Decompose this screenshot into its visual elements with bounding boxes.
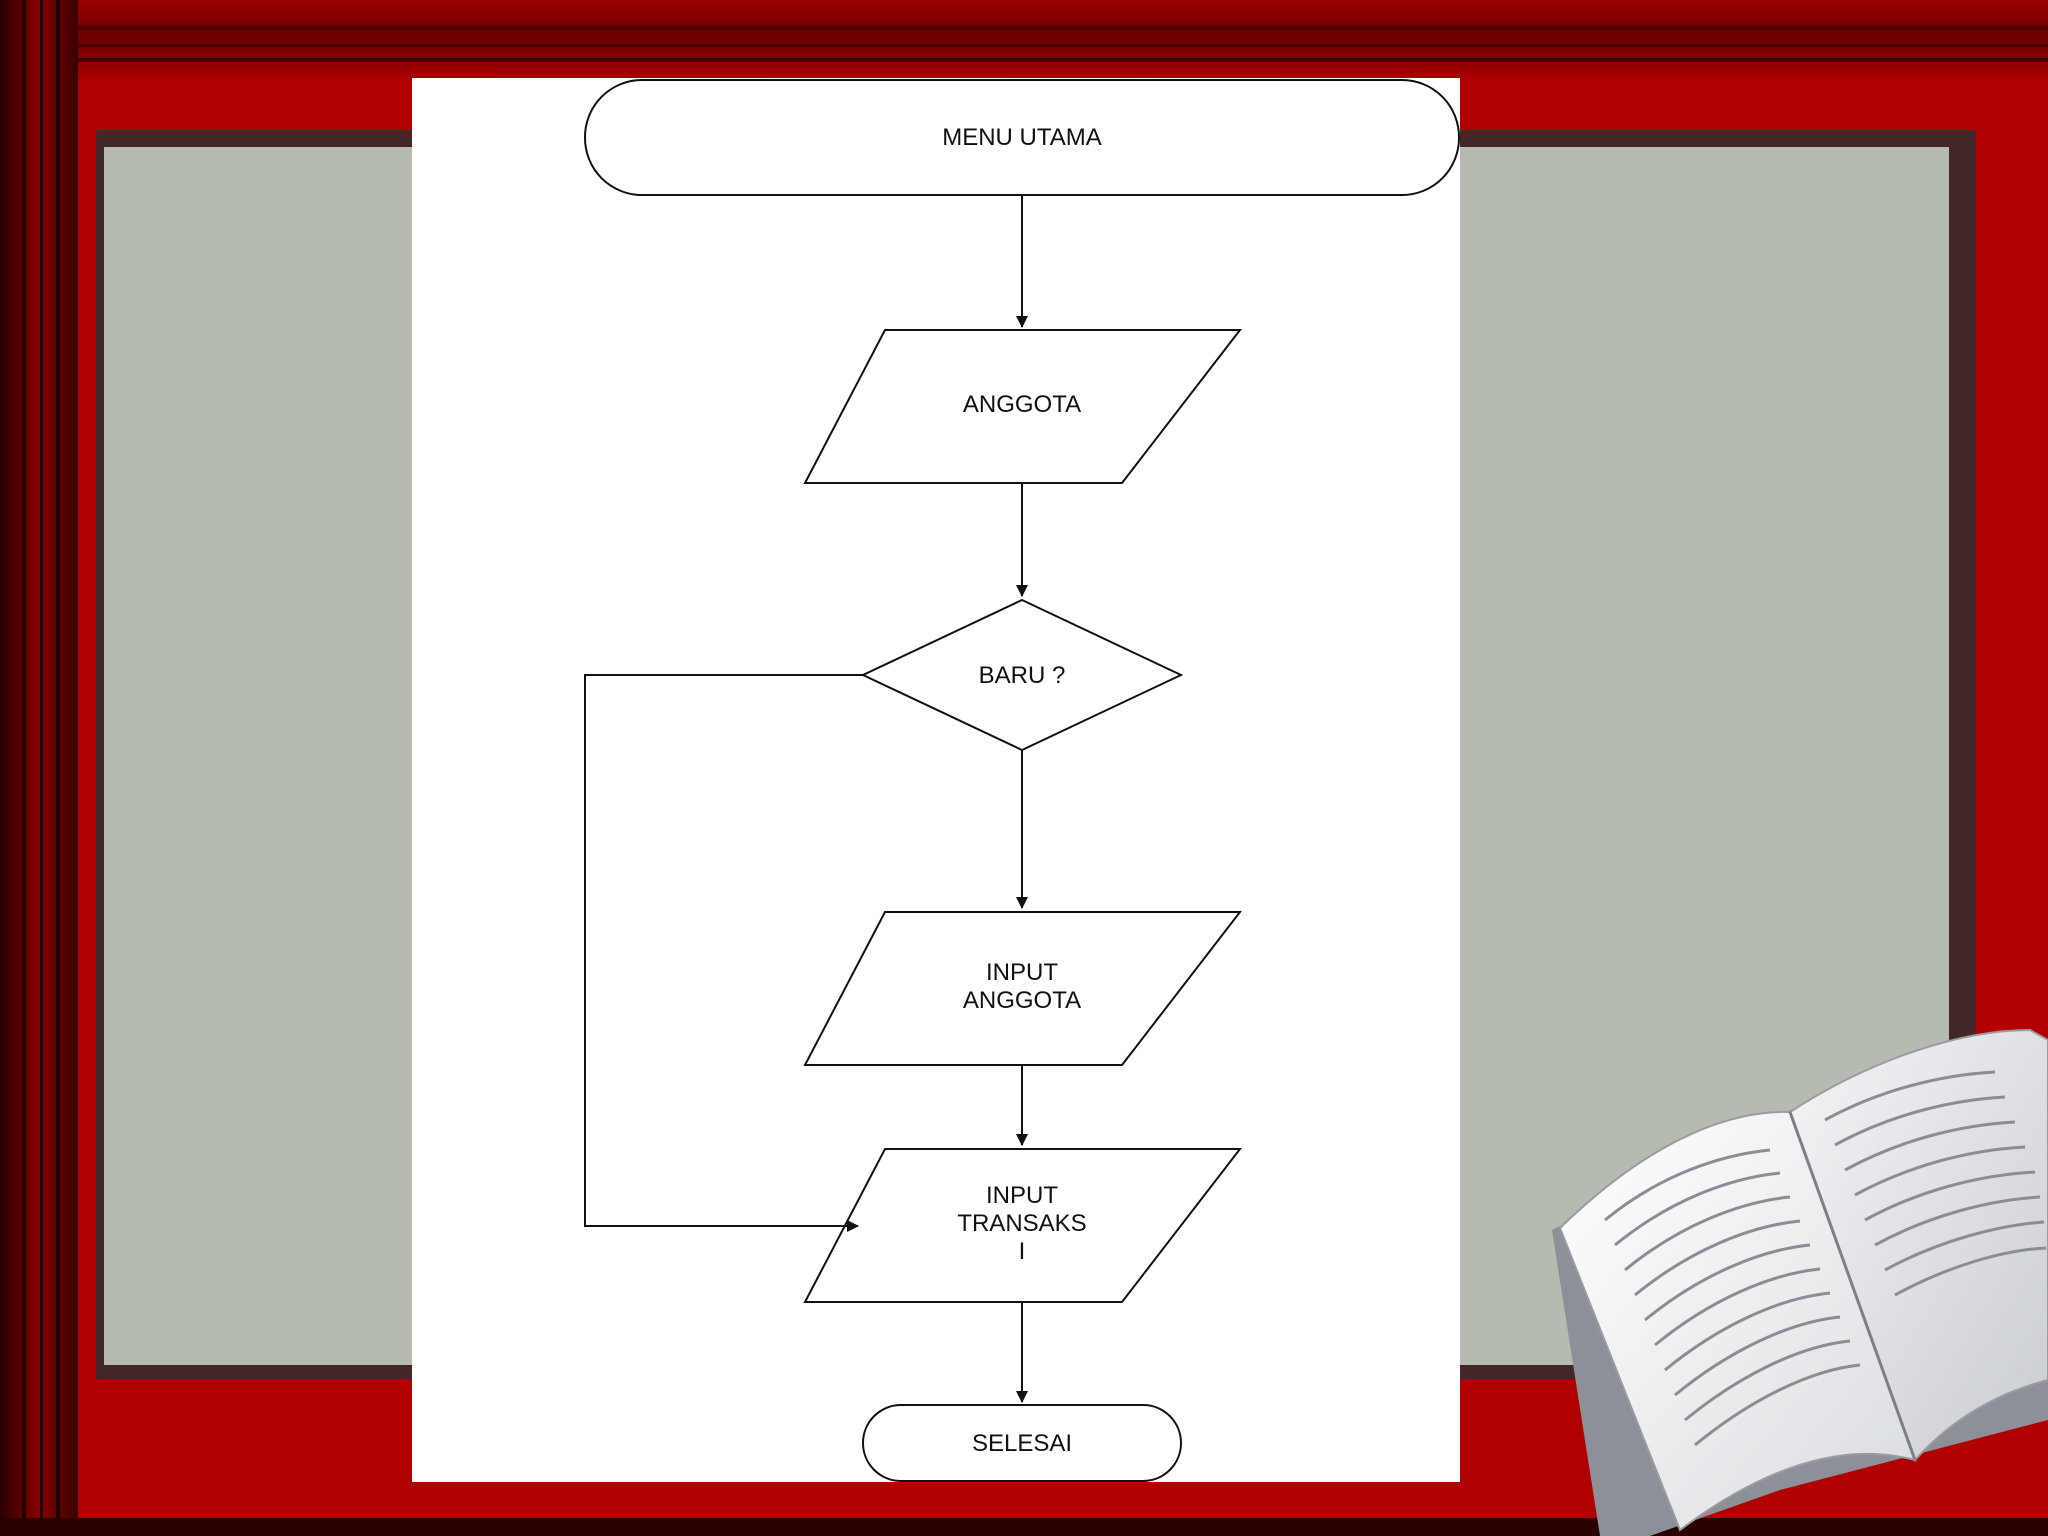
decision-baru: BARU ? (860, 598, 1184, 752)
input-anggota-label-2: ANGGOTA (963, 987, 1081, 1014)
input-transaksi-label-1: INPUT (986, 1182, 1058, 1209)
start-label: MENU UTAMA (942, 124, 1102, 151)
anggota-label: ANGGOTA (963, 391, 1081, 418)
input-anggota-label-1: INPUT (986, 959, 1058, 986)
start-terminal: MENU UTAMA (584, 79, 1460, 196)
open-book-icon (1552, 1028, 2048, 1536)
decision-label: BARU ? (979, 662, 1066, 689)
flowchart: MENU UTAMA ANGGOTA BARU ? INPUT ANGGOTA … (584, 79, 1460, 1482)
anggota-io: ANGGOTA (803, 329, 1243, 484)
input-transaksi-label-2: TRANSAKS (957, 1210, 1086, 1237)
input-transaksi-label-3: I (1019, 1238, 1026, 1265)
end-terminal: SELESAI (862, 1404, 1182, 1482)
input-anggota-io: INPUT ANGGOTA (803, 911, 1243, 1066)
input-transaksi-io: INPUT TRANSAKS I (803, 1148, 1243, 1303)
end-label: SELESAI (972, 1430, 1072, 1457)
connector-decision-bypass (584, 674, 863, 1232)
